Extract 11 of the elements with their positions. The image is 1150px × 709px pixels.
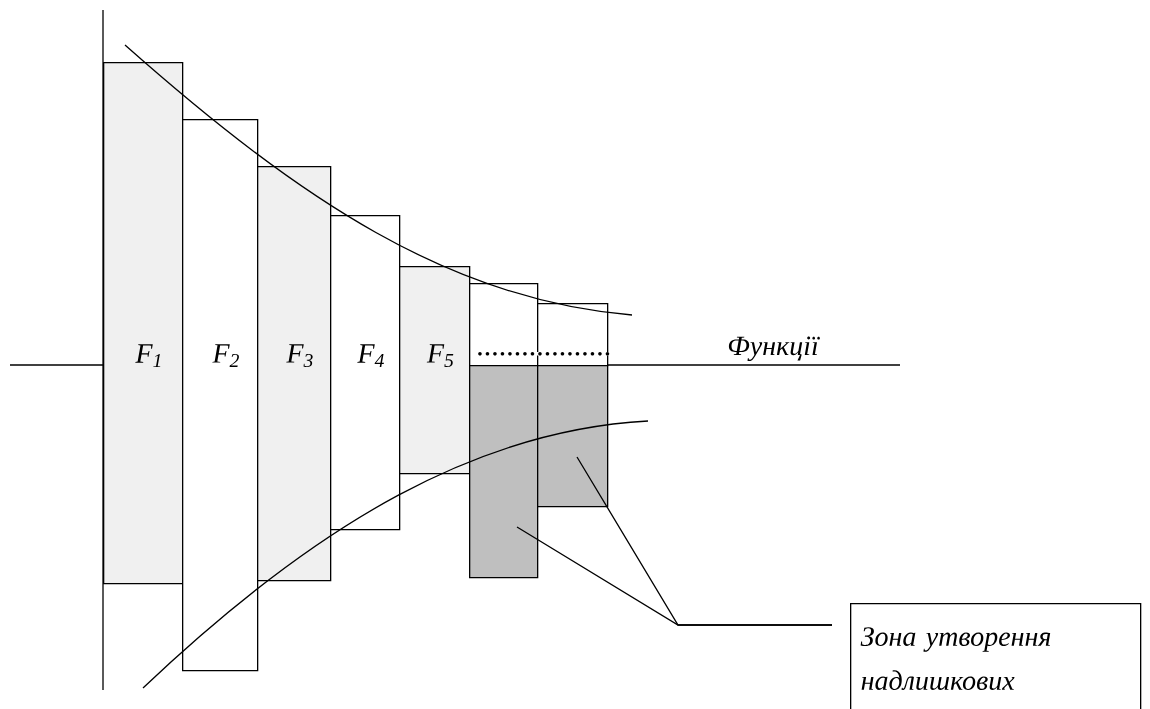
function-bar: F$_{1}$ xyxy=(103,62,184,585)
leader-line xyxy=(576,456,833,626)
function-bar: F$_{5}$ xyxy=(399,266,471,475)
excess-zone-box xyxy=(537,365,609,508)
dotted-leader: .................. xyxy=(476,351,612,356)
axis-label: Функції xyxy=(728,336,820,362)
excess-zone-box xyxy=(469,365,539,579)
callout-box: Зона утворення надлишкових xyxy=(850,603,1142,709)
function-bar: F$_{4}$ xyxy=(330,215,401,531)
function-bar: F$_{3}$ xyxy=(257,166,332,582)
function-bar: F$_{2}$ xyxy=(182,119,259,672)
